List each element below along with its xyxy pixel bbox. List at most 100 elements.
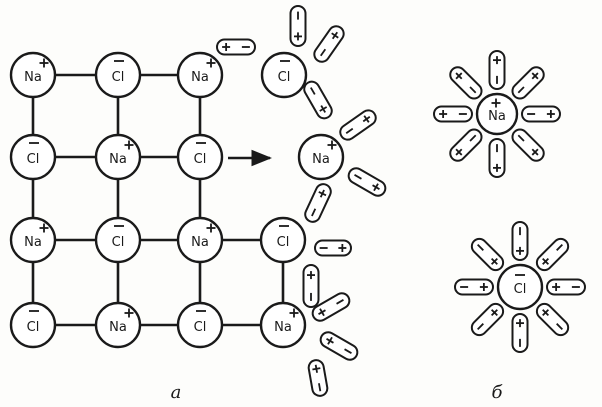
chloride-ion: Cl [259,216,307,264]
water-dipole [307,359,329,397]
sodium-label: Na [109,152,127,167]
sodium-label: Na [274,320,292,335]
plus-sign [39,58,49,68]
minus-sign [469,134,477,142]
plus-sign [491,98,501,108]
water-dipole [488,138,506,178]
minus-sign [344,348,352,354]
plus-sign [531,72,539,80]
plus-sign [294,32,302,41]
chlorine-label: Cl [27,320,40,335]
plus-sign [318,189,327,198]
chlorine-label: Cl [514,282,527,297]
water-dipole [470,302,505,337]
water-dipole [511,128,545,162]
plus-sign [206,223,216,233]
water-dipole [511,313,529,353]
sodium-label: Na [488,109,506,124]
plus-sign [312,364,321,373]
water-dipole [289,5,307,47]
minus-sign [336,299,344,305]
plus-sign [439,110,448,118]
sodium-label: Na [191,235,209,250]
water-dipole [347,167,387,197]
plus-sign [327,140,337,150]
plus-sign [493,163,501,172]
plus-sign [319,105,328,113]
panel-labels: а б [171,382,504,403]
water-dipole [535,237,570,272]
minus-sign [517,134,525,142]
water-dipole [314,239,352,257]
plus-sign [222,43,231,51]
plus-sign [516,319,524,328]
lattice-bonds [31,73,285,327]
water-dipole [454,278,494,296]
plus-sign [124,140,134,150]
minus-sign [477,244,484,251]
sodium-label: Na [109,320,127,335]
sodium-ion: Na [94,133,142,181]
minus-sign [311,208,317,217]
plus-sign [490,309,498,317]
minus-sign [556,244,563,251]
minus-sign [354,174,362,180]
panel-label-b: б [492,382,504,403]
sodium-ion: Na [176,216,224,264]
chlorine-label: Cl [112,70,125,85]
minus-sign [556,323,563,330]
plus-sign [546,110,555,118]
minus-sign [318,383,322,392]
water-dipole [449,66,483,100]
minus-sign [477,323,484,330]
plus-sign [206,58,216,68]
sodium-ion: Na [259,301,307,349]
water-dipole [311,292,351,322]
sodium-label: Na [312,152,330,167]
sodium-ion: Na [94,301,142,349]
plus-sign [516,246,524,255]
water-dipole [449,128,483,162]
chlorine-label: Cl [27,152,40,167]
minus-sign [320,48,327,57]
chlorine-label: Cl [278,70,291,85]
water-dipole [304,183,332,223]
minus-sign [310,87,316,95]
chloride-ion: Cl [94,51,142,99]
hydrated-sodium-ion: Na [475,92,519,136]
water-dipole [488,50,506,90]
sodium-ion: Na [9,51,57,99]
chloride-ion: Cl [94,216,142,264]
detached-sodium-ion: Na [297,133,345,181]
sodium-ion: Na [176,51,224,99]
water-dipole [313,25,345,63]
minus-sign [345,127,354,134]
chlorine-label: Cl [194,320,207,335]
plus-sign [318,308,326,317]
water-dipole [521,105,561,123]
water-dipole [302,264,320,308]
plus-sign [362,115,371,123]
water-dipole [303,80,333,120]
plus-sign [479,283,488,291]
hydrated-chloride-ion: Cl [496,263,544,311]
plus-sign [542,309,550,317]
plus-sign [455,148,463,156]
sodium-label: Na [24,235,42,250]
water-dipole [319,331,359,361]
plus-sign [39,223,49,233]
water-dipoles [216,5,586,397]
plus-sign [552,283,561,291]
plus-sign [493,56,501,65]
plus-sign [338,244,347,252]
water-dipole [339,109,377,141]
chloride-ion: Cl [9,133,57,181]
water-dipole [511,66,545,100]
water-dipole [546,278,586,296]
water-dipole [216,38,256,56]
plus-sign [124,308,134,318]
water-dipole [470,237,505,272]
plus-sign [542,257,550,265]
